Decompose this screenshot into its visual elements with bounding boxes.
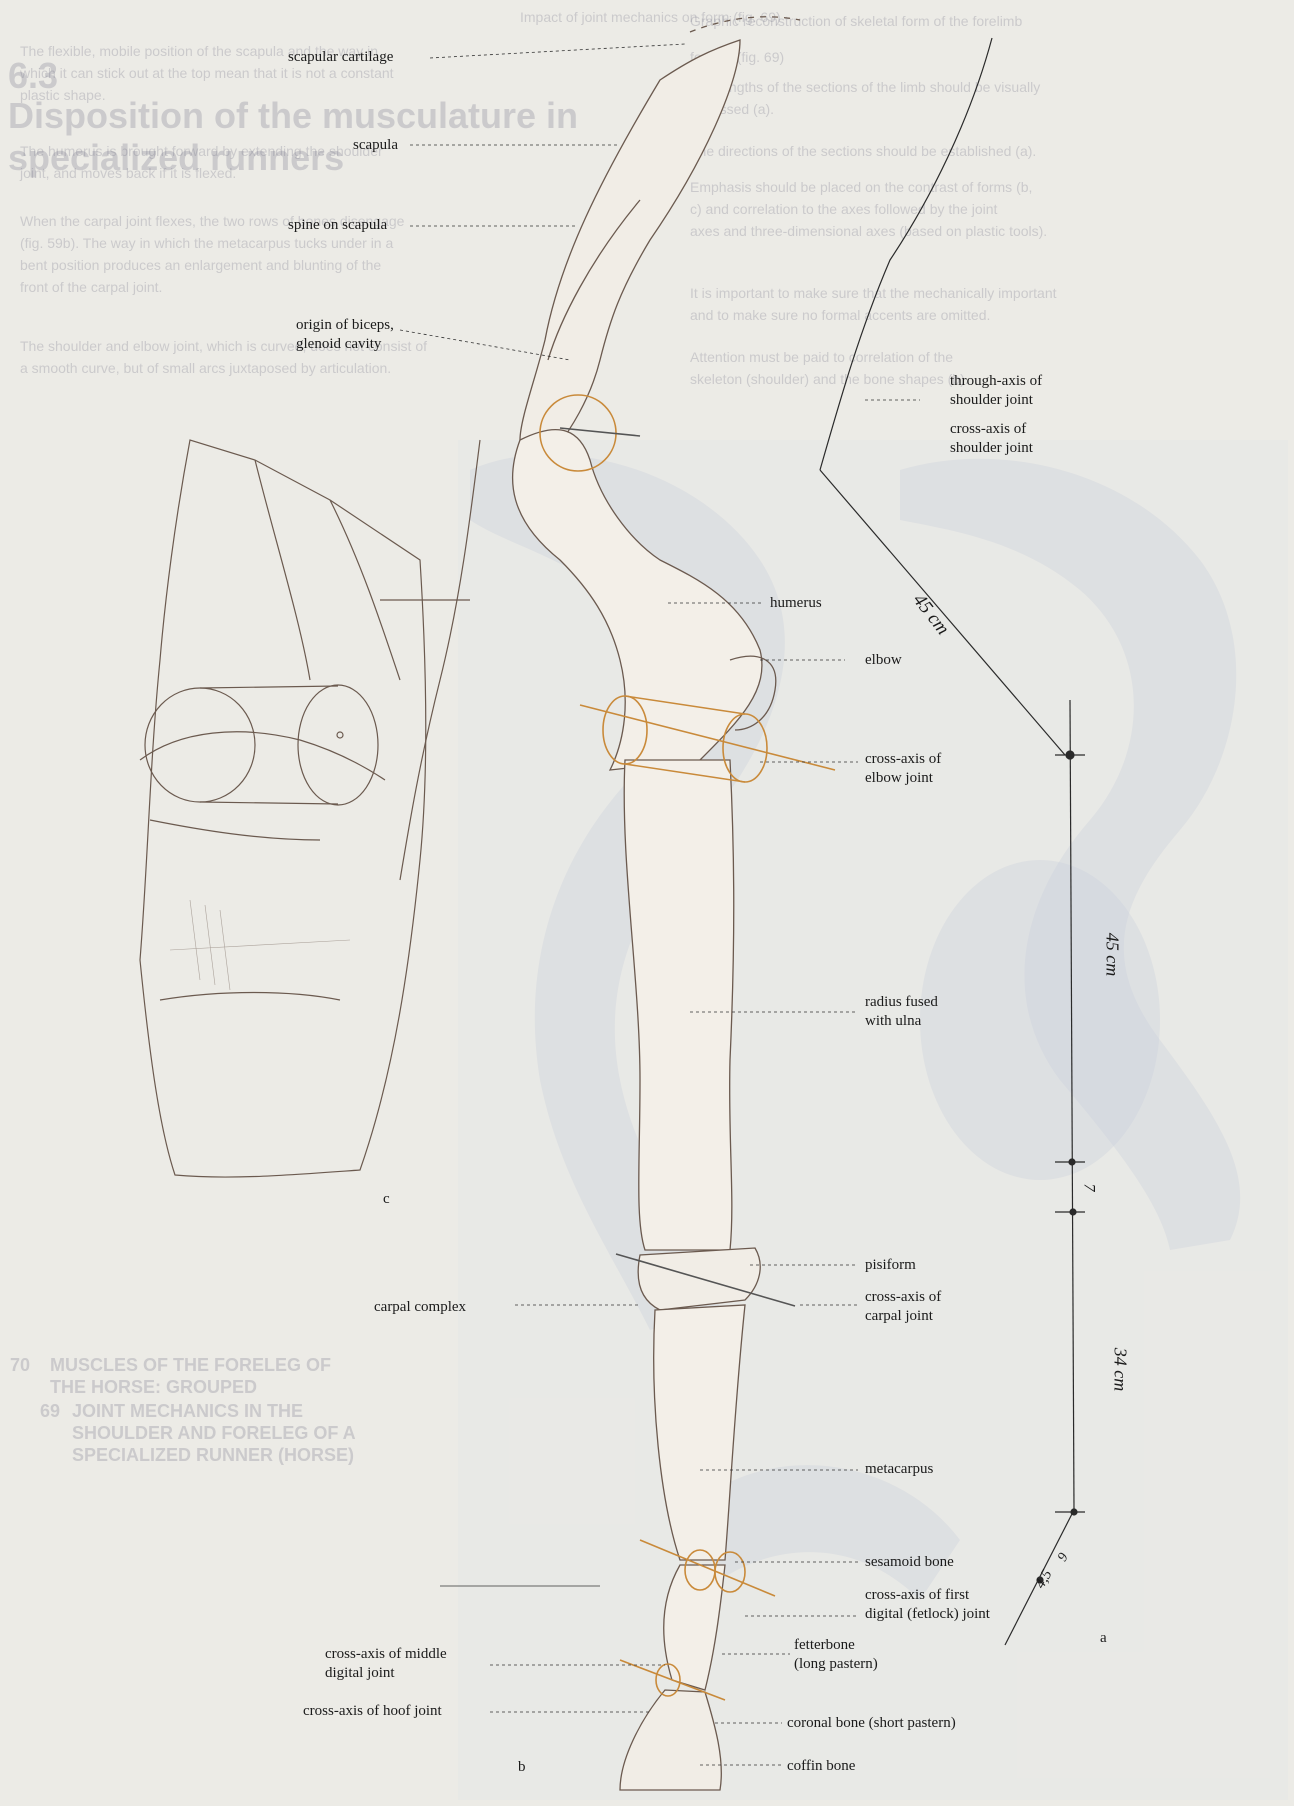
radius-outline bbox=[624, 760, 734, 1250]
label-coronal-bone: coronal bone (short pastern) bbox=[787, 1714, 956, 1733]
label-through-axis-shoulder: through-axis of bbox=[950, 372, 1042, 391]
label-sesamoid-bone: sesamoid bone bbox=[865, 1553, 954, 1572]
label-fetlock-axis: cross-axis of first bbox=[865, 1586, 969, 1605]
label-carpal-complex: carpal complex bbox=[374, 1298, 466, 1317]
label-scapula: scapula bbox=[353, 136, 398, 155]
label-spine-on-scapula: spine on scapula bbox=[288, 216, 387, 235]
label-scapular-cartilage: scapular cartilage bbox=[288, 48, 393, 67]
label-metacarpus: metacarpus bbox=[865, 1460, 933, 1479]
label-through-axis-shoulder-line2: shoulder joint bbox=[950, 391, 1033, 410]
label-cross-axis-shoulder: cross-axis of bbox=[950, 420, 1026, 439]
label-hoof-joint-axis: cross-axis of hoof joint bbox=[303, 1702, 442, 1721]
label-middle-digital-axis-line2: digital joint bbox=[325, 1664, 395, 1683]
label-cross-axis-shoulder-line2: shoulder joint bbox=[950, 439, 1033, 458]
label-middle-digital-axis: cross-axis of middle bbox=[325, 1645, 447, 1664]
label-cross-axis-elbow-line2: elbow joint bbox=[865, 769, 933, 788]
label-origin-biceps: origin of biceps, bbox=[296, 316, 394, 335]
label-pisiform: pisiform bbox=[865, 1256, 916, 1275]
sketch-c-shoulder-joint bbox=[140, 440, 480, 1177]
label-coffin-bone: coffin bone bbox=[787, 1757, 855, 1776]
label-radius: radius fused bbox=[865, 993, 938, 1012]
measure-carpus-length: 7 bbox=[1080, 1184, 1099, 1192]
measure-metacarpus-length: 34 cm bbox=[1110, 1348, 1129, 1392]
figure-label-a: a bbox=[1100, 1629, 1107, 1648]
label-fetterbone-line2: (long pastern) bbox=[794, 1655, 878, 1674]
label-radius-line2: with ulna bbox=[865, 1012, 921, 1031]
label-cross-axis-carpal: cross-axis of bbox=[865, 1288, 941, 1307]
measure-forearm-length: 45 cm bbox=[1102, 933, 1121, 977]
label-cross-axis-elbow: cross-axis of bbox=[865, 750, 941, 769]
label-fetlock-axis-line2: digital (fetlock) joint bbox=[865, 1605, 990, 1624]
scapular-cartilage-edge bbox=[690, 17, 800, 32]
label-fetterbone: fetterbone bbox=[794, 1636, 855, 1655]
label-cross-axis-carpal-line2: carpal joint bbox=[865, 1307, 933, 1326]
scapula-outline bbox=[520, 40, 740, 450]
figure-label-b: b bbox=[518, 1758, 526, 1777]
figure-label-c: c bbox=[383, 1190, 390, 1209]
label-elbow: elbow bbox=[865, 651, 902, 670]
label-origin-biceps-line2: glenoid cavity bbox=[296, 335, 381, 354]
label-humerus: humerus bbox=[770, 594, 822, 613]
